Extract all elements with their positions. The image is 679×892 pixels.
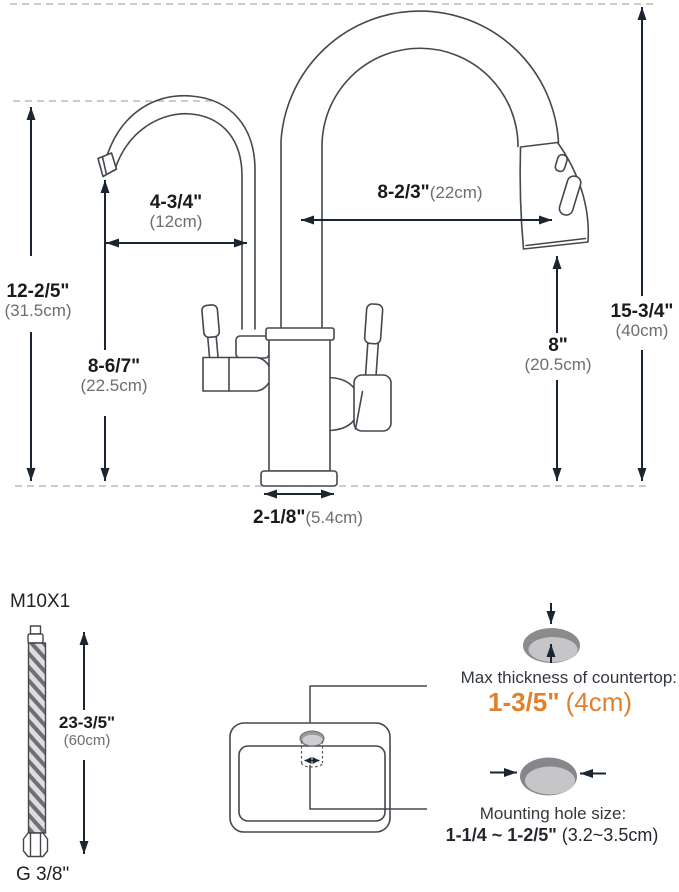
countertop-thickness-value: 1-3/5" xyxy=(487,687,560,717)
spray-head-button-large xyxy=(558,175,582,216)
dim-overall-height-inches: 15-3/4" xyxy=(610,301,674,322)
mounting-hole-figure xyxy=(490,757,606,796)
dim-main-outlet-height: 8" (20.5cm) xyxy=(518,335,598,374)
thickness-disc-inner xyxy=(528,637,578,662)
dim-small-outlet-height: 8-6/7" (22.5cm) xyxy=(74,356,154,395)
dim-small-spout-reach-inches: 4-3/4" xyxy=(149,192,203,213)
dim-small-spout-height: 12-2/5" (31.5cm) xyxy=(0,281,78,320)
mounting-disc-inner xyxy=(525,766,575,795)
mounting-hole-value: 1-1/4 ~ 1-2/5" xyxy=(445,825,557,845)
dim-small-outlet-height-inches: 8-6/7" xyxy=(87,356,141,377)
supply-hose xyxy=(22,625,49,858)
small-spout-inner-curve xyxy=(113,112,243,330)
spray-head-face-line xyxy=(525,237,587,247)
mounting-hole-title: Mounting hole size: xyxy=(479,804,627,823)
dim-overall-height-cm: (40cm) xyxy=(615,321,669,340)
left-spout-fitting xyxy=(235,335,270,359)
sink-sketch xyxy=(229,685,427,833)
left-handle-body xyxy=(202,356,272,392)
dim-hose-length-inches: 23-3/5" xyxy=(58,713,116,732)
small-spout-outer-curve xyxy=(103,94,256,330)
projection-bottom-dotted xyxy=(300,762,324,768)
faucet-base-flange xyxy=(260,470,338,487)
mounting-hole-value-line: 1-1/4 ~ 1-2/5"(3.2~3.5cm) xyxy=(420,825,679,846)
dim-overall-height: 15-3/4" (40cm) xyxy=(602,301,679,340)
right-lever-cap xyxy=(363,303,384,345)
right-handle-body xyxy=(353,374,392,432)
leader-line-thickness xyxy=(309,685,427,723)
faucet-outline xyxy=(97,10,590,487)
faucet-column xyxy=(268,338,331,472)
dim-base-width: 2-1/8"(5.4cm) xyxy=(238,507,378,528)
dim-small-outlet-height-cm: (22.5cm) xyxy=(80,376,148,395)
main-spout-inner-curve xyxy=(321,47,519,330)
hose-braided-tube xyxy=(27,642,47,834)
leader-line-hole xyxy=(309,765,427,810)
right-handle-lever xyxy=(363,303,384,378)
right-handle-divider xyxy=(354,390,364,430)
dim-small-spout-reach-cm: (12cm) xyxy=(149,212,203,231)
right-lever-stem xyxy=(364,341,380,378)
countertop-thickness-value-line: 1-3/5"(4cm) xyxy=(441,687,679,718)
dim-small-spout-height-cm: (31.5cm) xyxy=(4,301,72,320)
dim-base-width-inches: 2-1/8" xyxy=(253,507,306,528)
hose-bottom-nut xyxy=(22,832,49,858)
sink-hole-projection xyxy=(300,741,324,768)
dim-base-width-cm: (5.4cm) xyxy=(305,508,363,527)
dim-main-outlet-height-cm: (20.5cm) xyxy=(524,355,592,374)
spray-head-body xyxy=(519,141,590,250)
small-spout-nozzle-line xyxy=(101,156,108,176)
dim-small-spout-reach: 4-3/4" (12cm) xyxy=(136,192,216,231)
left-lever-cap xyxy=(201,304,221,339)
hose-top-nut xyxy=(27,633,44,644)
small-spout-nozzle xyxy=(97,152,118,178)
dim-main-spout-reach-inches: 8-2/3" xyxy=(377,182,430,203)
left-handle-lever xyxy=(201,304,221,360)
main-spout-outer-curve xyxy=(280,10,560,330)
dim-main-spout-reach: 8-2/3"(22cm) xyxy=(356,182,504,203)
dimension-arrows xyxy=(26,7,647,854)
dim-main-spout-reach-cm: (22cm) xyxy=(429,183,483,202)
hose-top-thread-label: M10X1 xyxy=(10,591,71,612)
faucet-collar xyxy=(265,327,335,341)
sink-hole-inner xyxy=(302,734,323,746)
dim-main-outlet-height-inches: 8" xyxy=(548,335,568,356)
countertop-thickness-metric: (4cm) xyxy=(565,687,633,717)
dim-small-spout-height-inches: 12-2/5" xyxy=(6,281,70,302)
countertop-thickness-title: Max thickness of countertop: xyxy=(460,668,677,687)
dim-hose-length: 23-3/5" (60cm) xyxy=(49,713,125,749)
hose-bottom-thread-label: G 3/8" xyxy=(16,864,70,885)
spray-head-button-small xyxy=(554,153,568,173)
countertop-thickness-figure xyxy=(523,603,580,663)
dim-hose-length-cm: (60cm) xyxy=(63,732,111,749)
mounting-hole-metric: (3.2~3.5cm) xyxy=(561,825,659,845)
hose-bottom-nut-facets xyxy=(29,833,42,857)
hose-top-thread-tip xyxy=(29,625,42,635)
